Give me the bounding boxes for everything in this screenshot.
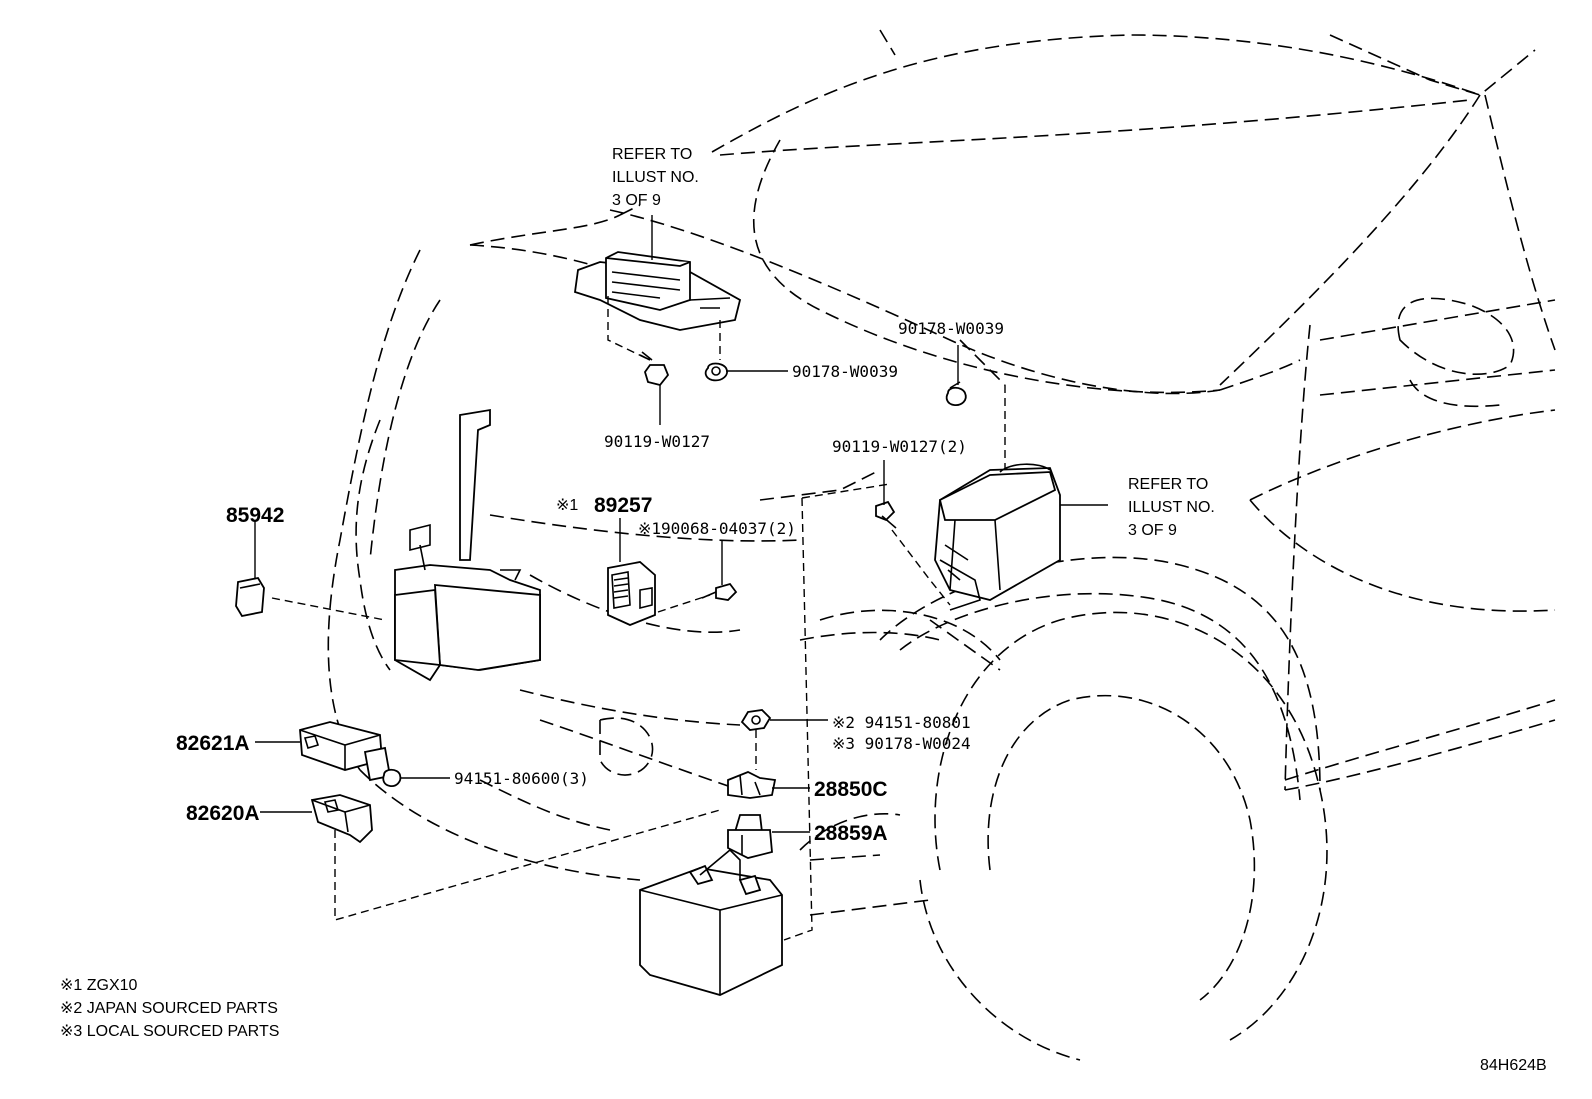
label-85942: 85942 [226, 504, 284, 527]
label-28850C: 28850C [814, 778, 888, 801]
callout-refer-top: REFER TO ILLUST NO. 3 OF 9 [612, 146, 699, 209]
drawing-code: 84H624B [1480, 1057, 1547, 1074]
refer-right-line-2: ILLUST NO. [1128, 499, 1215, 516]
bracket-82621A [299, 721, 392, 782]
label-90178-right: 90178-W0039 [898, 319, 1004, 338]
legend-item-3: ※3 LOCAL SOURCED PARTS [60, 1023, 279, 1040]
top-module [574, 251, 742, 361]
callout-refer-right: REFER TO ILLUST NO. 3 OF 9 [1128, 476, 1215, 539]
label-90178-top: 90178-W0039 [792, 362, 898, 381]
label-90119-right: 90119-W0127(2) [832, 437, 967, 456]
relay-85942 [235, 576, 386, 621]
washer-tank [394, 408, 541, 682]
label-28859A: 28859A [814, 822, 888, 845]
refer-top-line-3: 3 OF 9 [612, 192, 661, 209]
label-94151-80801: ※2 94151-80801 [832, 713, 971, 732]
bolt-90068 [701, 582, 738, 601]
nut-90178-top [704, 362, 728, 382]
clamp-28850C [727, 771, 777, 799]
nut-94151-80600 [382, 768, 402, 788]
label-82621A: 82621A [176, 732, 250, 755]
clamp-28859A [727, 814, 773, 859]
refer-right-line-3: 3 OF 9 [1128, 522, 1177, 539]
relay-block [891, 385, 1061, 611]
label-90068: ※190068-04037(2) [638, 519, 796, 538]
ecu-89257 [607, 561, 711, 626]
bolt-90119-right [875, 500, 897, 529]
battery-tray-guide [783, 483, 891, 941]
label-89257: 89257 [594, 494, 652, 517]
battery [639, 848, 783, 996]
bolt-90119-top [639, 351, 670, 387]
bracket-82620A [310, 794, 721, 921]
refer-top-line-2: ILLUST NO. [612, 169, 699, 186]
label-90178-W0024: ※3 90178-W0024 [832, 734, 971, 753]
nut-94151-80801 [740, 709, 772, 770]
label-82620A: 82620A [186, 802, 260, 825]
legend: ※1 ZGX10 ※2 JAPAN SOURCED PARTS ※3 LOCAL… [60, 977, 279, 1040]
legend-item-2: ※2 JAPAN SOURCED PARTS [60, 1000, 278, 1017]
label-89257-mark: ※1 [556, 497, 578, 514]
leader-lines [254, 215, 1108, 833]
legend-item-1: ※1 ZGX10 [60, 977, 138, 994]
label-90119-top: 90119-W0127 [604, 432, 710, 451]
refer-right-line-1: REFER TO [1128, 476, 1208, 493]
nut-90178-right [945, 381, 967, 406]
refer-top-line-1: REFER TO [612, 146, 692, 163]
label-94151-80600: 94151-80600(3) [454, 769, 589, 788]
